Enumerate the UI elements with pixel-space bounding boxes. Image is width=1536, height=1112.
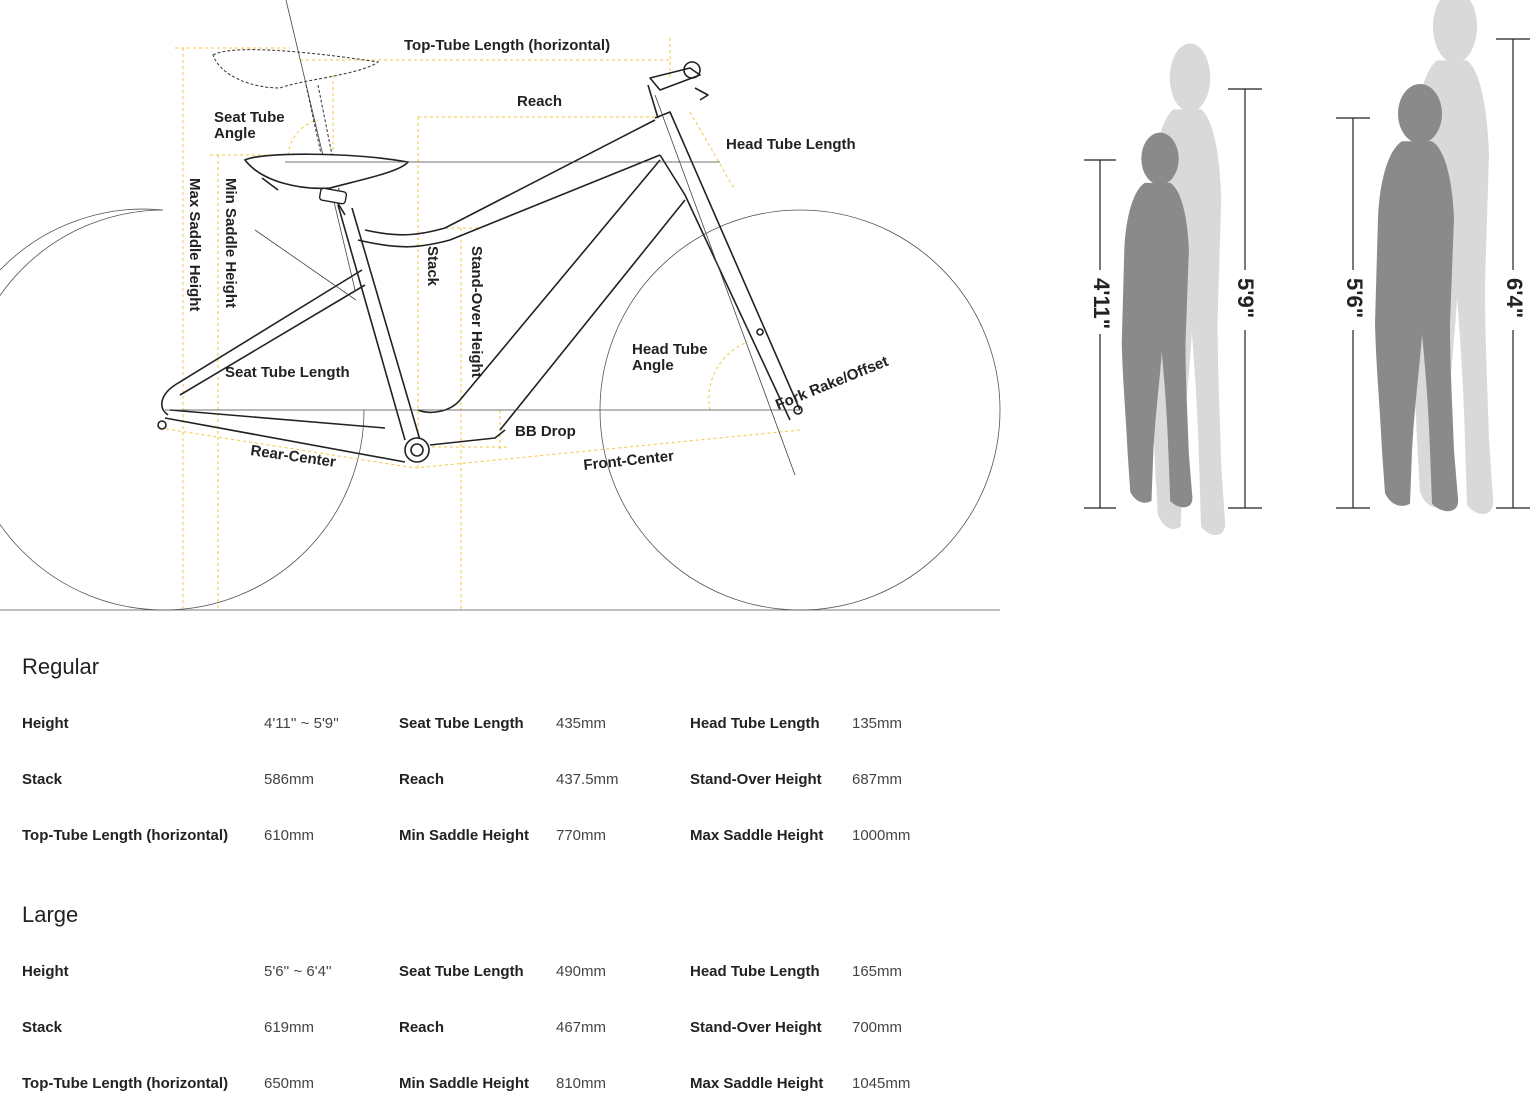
spec-key: Height [22,715,69,732]
spec-value: 4'11'' ~ 5'9'' [264,715,339,732]
spec-key: Min Saddle Height [399,1075,530,1092]
spec-value: 490mm [556,963,607,980]
large-size-riders: 5'6" 6'4" [1336,0,1530,515]
spec-value: 650mm [264,1075,315,1092]
label-bb-drop: BB Drop [515,423,576,440]
diagram-labels: Top-Tube Length (horizontal) Reach Seat … [186,37,891,474]
size-regular-specs: Regular Height 4'11'' ~ 5'9'' Seat Tube … [22,652,1002,844]
spec-value: 586mm [264,771,315,788]
label-head-tube-angle-1: Head Tube [632,341,708,358]
spec-value: 135mm [852,715,903,732]
label-head-tube-angle-2: Angle [632,357,674,374]
spec-value: 165mm [852,963,903,980]
spec-key: Stand-Over Height [690,1019,822,1036]
regular-size-riders: 4'11" 5'9" [1084,43,1262,536]
height-label-large-max: 6'4" [1502,278,1527,318]
spec-key: Seat Tube Length [399,963,524,980]
spec-key: Reach [399,1019,445,1036]
spec-key: Head Tube Length [690,963,820,980]
size-title: Large [22,902,79,927]
spec-value: 700mm [852,1019,903,1036]
spec-value: 1045mm [852,1075,911,1092]
spec-key: Height [22,963,69,980]
bike-frame [157,61,803,476]
size-title: Regular [22,654,100,679]
label-stack: Stack [424,246,441,287]
spec-value: 5'6'' ~ 6'4'' [264,963,332,980]
seat-tube-axis [285,0,356,291]
spec-value: 610mm [264,827,315,844]
height-label-regular-max: 5'9" [1233,278,1258,318]
spec-value: 1000mm [852,827,911,844]
spec-value: 687mm [852,771,903,788]
spec-key: Max Saddle Height [690,1075,824,1092]
rear-wheel [0,208,365,611]
label-seat-tube-angle-2: Angle [214,125,256,142]
spec-key: Max Saddle Height [690,827,824,844]
spec-value: 467mm [556,1019,607,1036]
label-front-center: Front-Center [583,448,675,474]
label-stand-over-height: Stand-Over Height [468,246,485,378]
spec-value: 810mm [556,1075,607,1092]
spec-value: 435mm [556,715,607,732]
bike-geometry-diagram: Top-Tube Length (horizontal) Reach Seat … [0,0,1530,611]
spec-key: Top-Tube Length (horizontal) [22,827,229,844]
height-label-large-min: 5'6" [1342,278,1367,318]
label-reach: Reach [517,93,562,110]
spec-value: 770mm [556,827,607,844]
height-label-regular-min: 4'11" [1089,278,1114,329]
label-seat-tube-angle-1: Seat Tube [214,109,285,126]
spec-key: Head Tube Length [690,715,820,732]
saddle-max-position [212,49,380,196]
saddle [243,153,410,191]
spec-key: Top-Tube Length (horizontal) [22,1075,229,1092]
spec-key: Stack [22,771,63,788]
spec-key: Seat Tube Length [399,715,524,732]
spec-key: Stand-Over Height [690,771,822,788]
spec-value: 619mm [264,1019,315,1036]
label-min-saddle-height: Min Saddle Height [222,178,239,308]
spec-key: Reach [399,771,445,788]
spec-key: Stack [22,1019,63,1036]
size-large-specs: Large Height 5'6'' ~ 6'4'' Seat Tube Len… [22,900,1002,1092]
label-seat-tube-length: Seat Tube Length [225,364,350,381]
label-head-tube-length: Head Tube Length [726,136,856,153]
spec-value: 437.5mm [556,771,619,788]
spec-key: Min Saddle Height [399,827,530,844]
label-max-saddle-height: Max Saddle Height [186,178,203,311]
label-fork-rake: Fork Rake/Offset [773,353,891,414]
label-top-tube: Top-Tube Length (horizontal) [404,37,610,54]
